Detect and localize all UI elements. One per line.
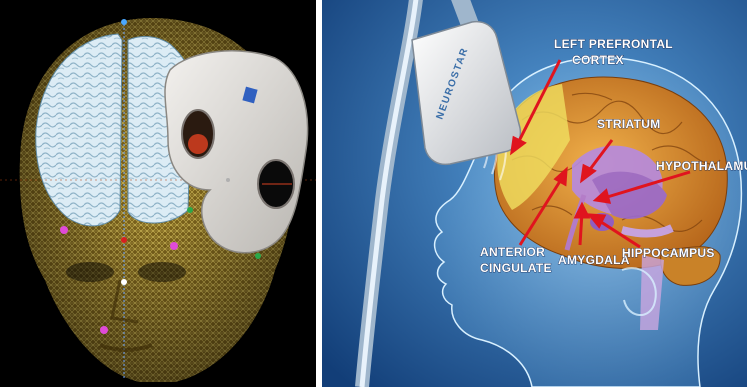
tms-brain-diagram: NEUROSTAR LEFT PREFRONTAL CORTEX ST	[322, 0, 747, 387]
label-hippocampus: HIPPOCAMPUS	[622, 246, 715, 260]
right-image-panel: NEUROSTAR LEFT PREFRONTAL CORTEX ST	[322, 0, 747, 387]
label-left-prefrontal-cortex-line2: CORTEX	[572, 53, 624, 67]
label-amygdala: AMYGDALA	[558, 253, 630, 267]
label-hypothalamus: HYPOTHALAMUS	[656, 159, 747, 173]
label-left-prefrontal-cortex-line1: LEFT PREFRONTAL	[554, 37, 673, 51]
label-anterior-cingulate-line2: CINGULATE	[480, 261, 552, 275]
wireframe-head-illustration	[0, 0, 316, 387]
left-image-panel	[0, 0, 316, 387]
label-striatum: STRIATUM	[597, 117, 661, 131]
label-anterior-cingulate-line1: ANTERIOR	[480, 245, 545, 259]
